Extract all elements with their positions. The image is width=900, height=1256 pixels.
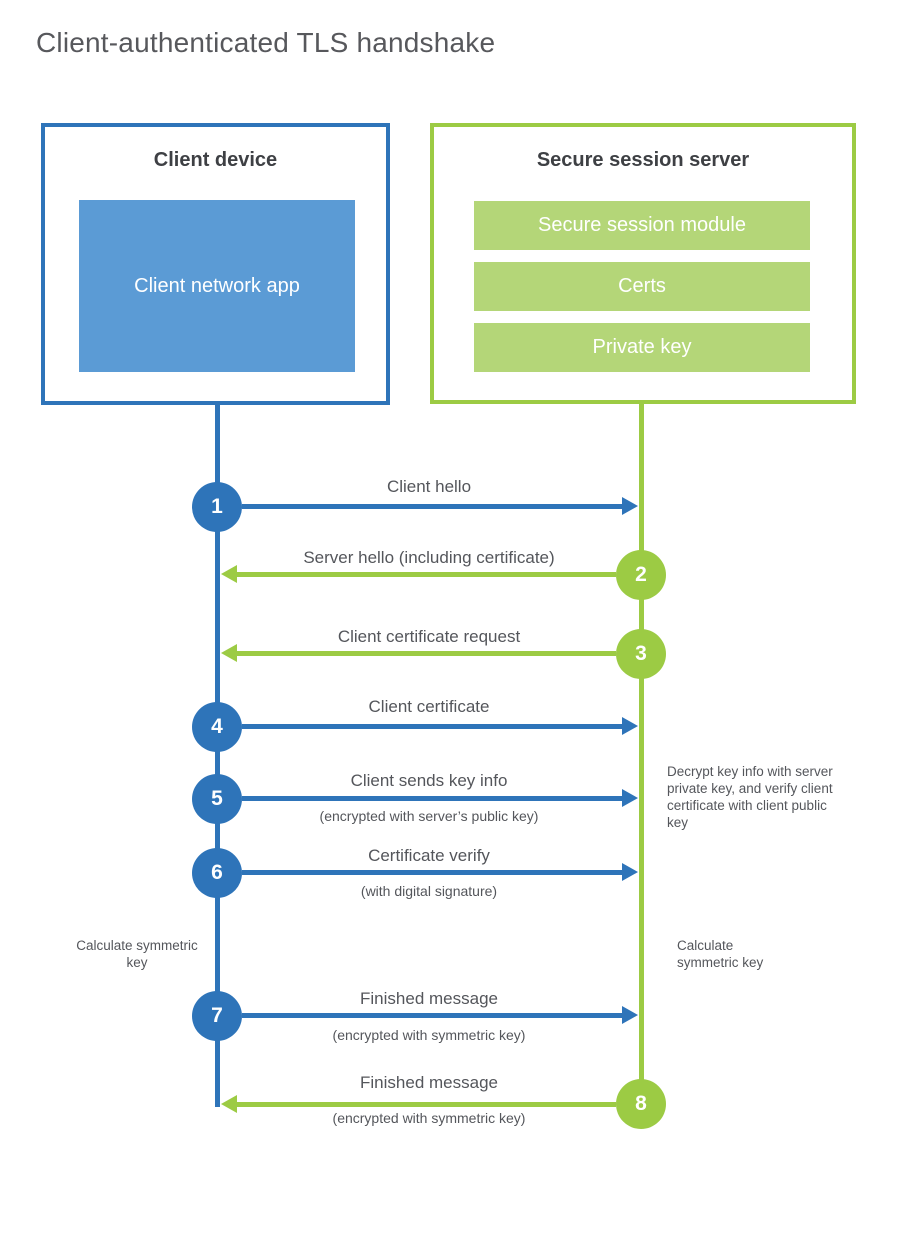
step-3-badge: 3 <box>616 629 666 679</box>
step-7-badge: 7 <box>192 991 242 1041</box>
step-1-label: Client hello <box>386 477 472 496</box>
step-5-label: Client sends key info <box>350 771 508 790</box>
decrypt-key-info-note: Decrypt key info with server private key… <box>667 764 833 830</box>
client-device-box: Client device Client network app <box>41 123 390 405</box>
page-title: Client-authenticated TLS handshake <box>36 27 496 58</box>
private-key-bar: Private key <box>474 323 810 372</box>
step-5-badge: 5 <box>192 774 242 824</box>
secure-session-module-bar: Secure session module <box>474 201 810 250</box>
step-3-label: Client certificate request <box>337 627 521 646</box>
step-8-label: Finished message <box>360 1073 498 1092</box>
certs-label: Certs <box>618 275 666 297</box>
step-6-arrow-right-icon <box>242 863 638 881</box>
step-8-arrow-left-icon <box>221 1095 616 1113</box>
step-2-arrow-left-icon <box>221 565 616 583</box>
calculate-symmetric-key-client-note: Calculate symmetric key <box>76 938 198 970</box>
step-1-arrow-right-icon <box>242 497 638 515</box>
step-1-badge: 1 <box>192 482 242 532</box>
client-device-title: Client device <box>153 149 278 171</box>
certs-bar: Certs <box>474 262 810 311</box>
step-7-label: Finished message <box>360 989 498 1008</box>
step-6-label: Certificate verify <box>368 846 490 865</box>
calculate-symmetric-key-server-note: Calculate symmetric key <box>677 938 764 970</box>
secure-session-module-label: Secure session module <box>538 214 746 236</box>
step-6-sublabel: (with digital signature) <box>360 883 498 899</box>
step-4-label: Client certificate <box>368 697 490 716</box>
client-network-app-box: Client network app <box>79 200 355 372</box>
step-4-badge: 4 <box>192 702 242 752</box>
private-key-label: Private key <box>592 336 692 358</box>
step-7-sublabel: (encrypted with symmetric key) <box>332 1027 526 1043</box>
server-lifeline <box>639 404 644 1104</box>
step-4-arrow-right-icon <box>242 717 638 735</box>
client-lifeline <box>215 405 220 1107</box>
secure-session-server-box: Secure session server Secure session mod… <box>430 123 856 404</box>
step-8-badge: 8 <box>616 1079 666 1129</box>
client-network-app-label: Client network app <box>134 275 300 297</box>
step-2-badge: 2 <box>616 550 666 600</box>
step-8-sublabel: (encrypted with symmetric key) <box>332 1110 526 1126</box>
step-7-arrow-right-icon <box>242 1006 638 1024</box>
step-2-label: Server hello (including certificate) <box>303 548 555 567</box>
secure-session-server-title: Secure session server <box>536 149 750 171</box>
step-6-badge: 6 <box>192 848 242 898</box>
step-5-sublabel: (encrypted with server’s public key) <box>319 808 539 824</box>
step-3-arrow-left-icon <box>221 644 616 662</box>
step-5-arrow-right-icon <box>242 789 638 807</box>
